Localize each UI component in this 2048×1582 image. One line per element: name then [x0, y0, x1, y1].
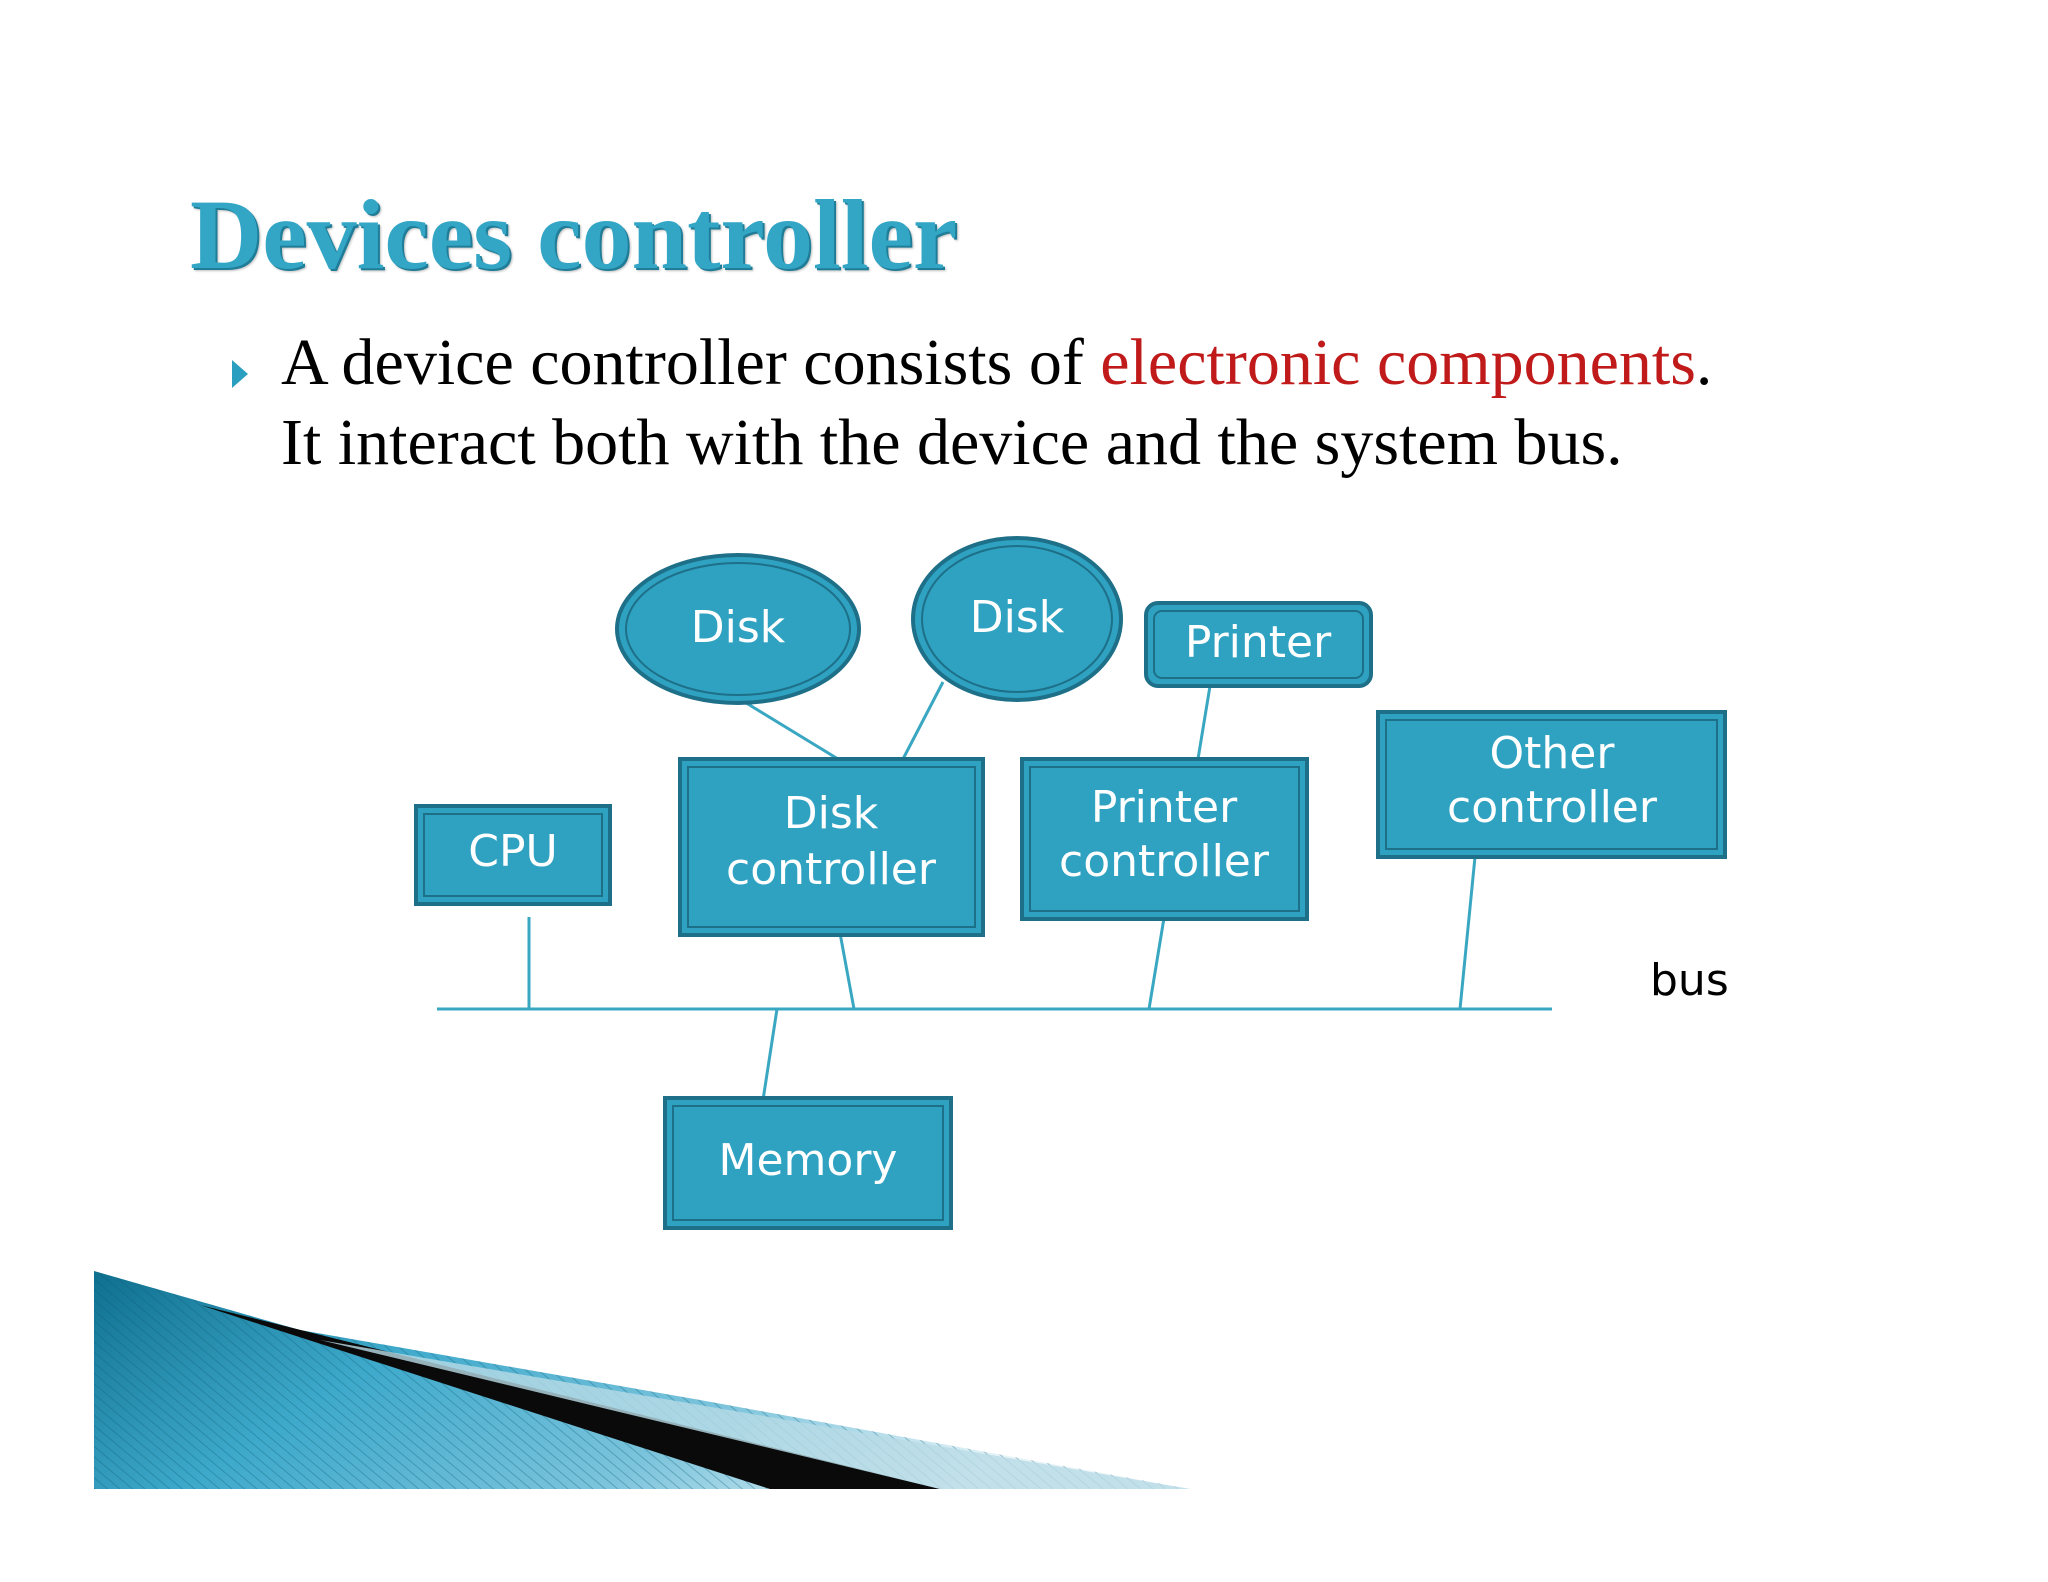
- disk1-controller-link: [742, 699, 839, 761]
- slide-title: Devices controller: [190, 179, 958, 290]
- connector-lines: [437, 681, 1552, 1101]
- printer-controller-label-line1: Printer: [1091, 782, 1238, 833]
- bullet-highlight: electronic components: [1100, 326, 1696, 399]
- disk-controller-label-line1: Disk: [784, 788, 879, 839]
- printer-node: Printer: [1144, 601, 1373, 688]
- disk2-controller-link: [901, 681, 945, 760]
- bullet-text-part2: .: [1695, 326, 1713, 399]
- cpu-node: CPU: [414, 804, 612, 906]
- disk-controller-node: Disk controller: [678, 757, 985, 937]
- disk-label-2: Disk: [970, 592, 1065, 643]
- other-controller-bus-link: [1458, 856, 1477, 1010]
- memory-label: Memory: [719, 1135, 898, 1186]
- printer-label: Printer: [1185, 617, 1332, 668]
- decorative-swoosh: [94, 1271, 1190, 1489]
- printer-controller-label-line2: controller: [1059, 836, 1270, 887]
- disk-controller-label-line2: controller: [726, 844, 937, 895]
- memory-bus-link: [761, 1008, 779, 1101]
- bus-label: bus: [1650, 955, 1729, 1006]
- disk-node-2: Disk: [911, 536, 1123, 702]
- cpu-label: CPU: [468, 826, 557, 877]
- bullet-text-part1: A device controller consists of: [281, 326, 1101, 399]
- bullet-text: A device controller consists of electron…: [281, 323, 1841, 483]
- other-controller-label-line2: controller: [1447, 782, 1658, 833]
- other-controller-label-line1: Other: [1490, 728, 1616, 779]
- bullet-arrow-icon: [232, 360, 248, 388]
- other-controller-node: Other controller: [1376, 710, 1727, 859]
- printer-controller-link: [1196, 685, 1212, 760]
- memory-node: Memory: [663, 1096, 953, 1230]
- disk-controller-bus-link: [838, 932, 856, 1010]
- printer-controller-node: Printer controller: [1020, 757, 1309, 921]
- bullet-text-line2: It interact both with the device and the…: [281, 406, 1623, 479]
- printer-controller-bus-link: [1147, 917, 1166, 1010]
- disk-label-1: Disk: [691, 602, 786, 653]
- disk-node-1: Disk: [615, 553, 861, 705]
